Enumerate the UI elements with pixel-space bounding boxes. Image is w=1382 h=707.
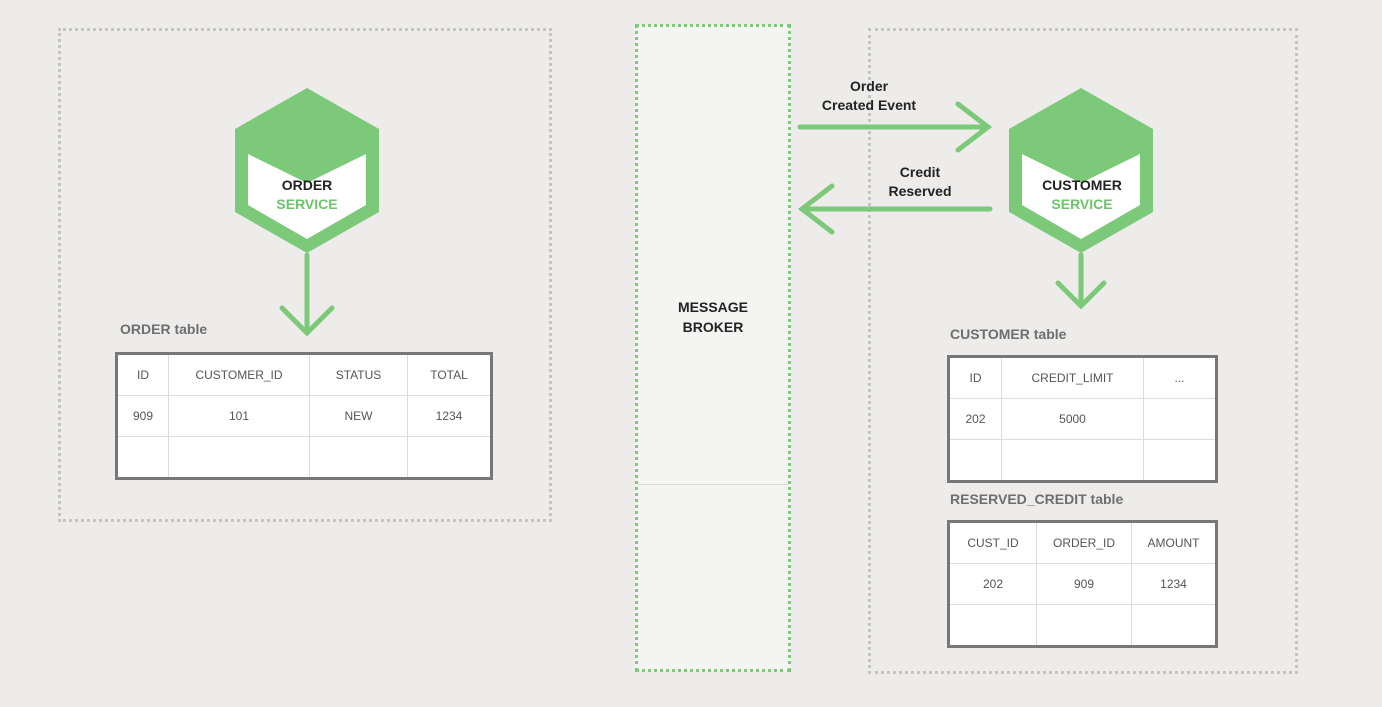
table-row [116, 436, 492, 479]
table-row: 202 909 1234 [948, 563, 1217, 605]
message-broker-label: MESSAGE BROKER [638, 297, 788, 337]
order-service-hexagon-icon [235, 88, 379, 253]
table-cell: 101 [168, 395, 310, 437]
table-cell [1143, 398, 1217, 440]
header-cell: AMOUNT [1131, 521, 1217, 564]
customer-table-caption: CUSTOMER table [950, 326, 1067, 342]
table-header-row: ID CUSTOMER_ID STATUS TOTAL [116, 353, 492, 396]
table-cell: 909 [1036, 563, 1132, 605]
table-header-row: ID CREDIT_LIMIT ... [948, 356, 1217, 399]
customer-table: ID CREDIT_LIMIT ... 202 5000 [947, 355, 1218, 483]
credit-reserved-arrow-icon [797, 183, 993, 235]
header-cell: STATUS [309, 353, 408, 396]
table-cell [1001, 439, 1144, 482]
table-cell: 202 [948, 563, 1037, 605]
header-cell: ID [948, 356, 1002, 399]
order-table: ID CUSTOMER_ID STATUS TOTAL 909 101 NEW … [115, 352, 493, 480]
order-service-name: ORDER [281, 177, 333, 193]
table-cell [948, 604, 1037, 647]
table-row: 909 101 NEW 1234 [116, 395, 492, 437]
header-cell: CUST_ID [948, 521, 1037, 564]
header-cell: CUSTOMER_ID [168, 353, 310, 396]
table-cell [168, 436, 310, 479]
order-created-arrow-icon [797, 101, 993, 153]
order-to-table-arrow-icon [279, 252, 335, 337]
table-cell [948, 439, 1002, 482]
customer-service-boundary [868, 28, 1298, 674]
credit-reserved-event-label: Credit Reserved [888, 164, 952, 199]
header-cell: ORDER_ID [1036, 521, 1132, 564]
table-cell: 1234 [1131, 563, 1217, 605]
header-cell: ... [1143, 356, 1217, 399]
order-service-label: ORDER SERVICE [237, 176, 377, 214]
header-cell: TOTAL [407, 353, 492, 396]
reserved-credit-table: CUST_ID ORDER_ID AMOUNT 202 909 1234 [947, 520, 1218, 648]
table-cell [407, 436, 492, 479]
broker-divider [638, 484, 788, 485]
header-cell: CREDIT_LIMIT [1001, 356, 1144, 399]
broker-label-line-1: MESSAGE [677, 299, 748, 315]
broker-label-line-2: BROKER [682, 319, 744, 335]
table-cell: 202 [948, 398, 1002, 440]
customer-service-hexagon-icon [1009, 88, 1153, 253]
table-cell: NEW [309, 395, 408, 437]
header-cell: ID [116, 353, 169, 396]
order-table-caption: ORDER table [120, 321, 208, 337]
table-cell [1131, 604, 1217, 647]
table-cell [1143, 439, 1217, 482]
customer-service-label: CUSTOMER SERVICE [1012, 176, 1152, 214]
table-cell [116, 436, 169, 479]
table-row: 202 5000 [948, 398, 1217, 440]
table-row [948, 604, 1217, 647]
message-broker: MESSAGE BROKER [635, 24, 791, 672]
reserved-credit-table-caption: RESERVED_CREDIT table [950, 491, 1124, 507]
customer-service-suffix: SERVICE [1051, 196, 1113, 212]
table-cell: 5000 [1001, 398, 1144, 440]
table-header-row: CUST_ID ORDER_ID AMOUNT [948, 521, 1217, 564]
customer-service-name: CUSTOMER [1042, 177, 1122, 193]
table-cell: 1234 [407, 395, 492, 437]
table-row [948, 439, 1217, 482]
order-service-suffix: SERVICE [276, 196, 338, 212]
customer-to-table-arrow-icon [1055, 252, 1107, 310]
table-cell [1036, 604, 1132, 647]
order-service-boundary [58, 28, 552, 522]
order-created-event-label: Order Created Event [821, 78, 917, 113]
table-cell: 909 [116, 395, 169, 437]
table-cell [309, 436, 408, 479]
